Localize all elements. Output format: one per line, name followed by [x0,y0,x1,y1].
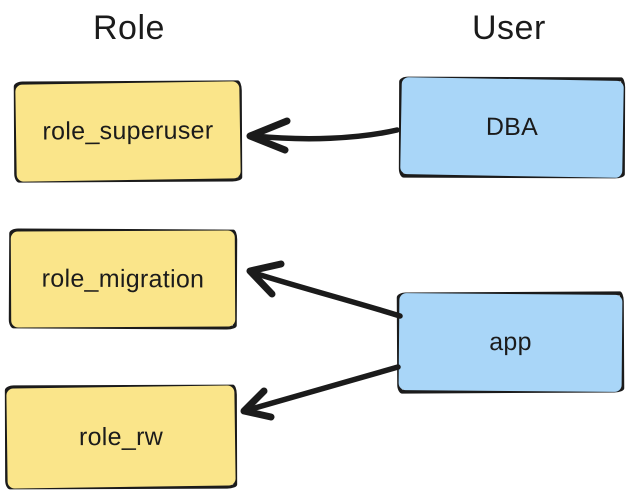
node-role-migration-label: role_migration [41,264,205,293]
node-role-rw: role_rw [4,384,238,490]
node-user-app-label: app [489,327,532,357]
column-header-role: Role [93,9,165,47]
column-header-user: User [472,9,546,47]
node-user-app: app [396,291,625,394]
node-role-migration: role_migration [8,228,238,330]
node-user-dba: DBA [398,76,626,179]
node-role-superuser-label: role_superuser [42,116,214,146]
arrow-dba-to-role-superuser [246,117,400,154]
arrow-app-to-role-migration [246,260,403,319]
node-user-dba-label: DBA [485,112,539,142]
node-role-superuser: role_superuser [13,80,243,183]
arrow-app-to-role-rw [240,364,401,421]
node-role-rw-label: role_rw [78,422,164,451]
